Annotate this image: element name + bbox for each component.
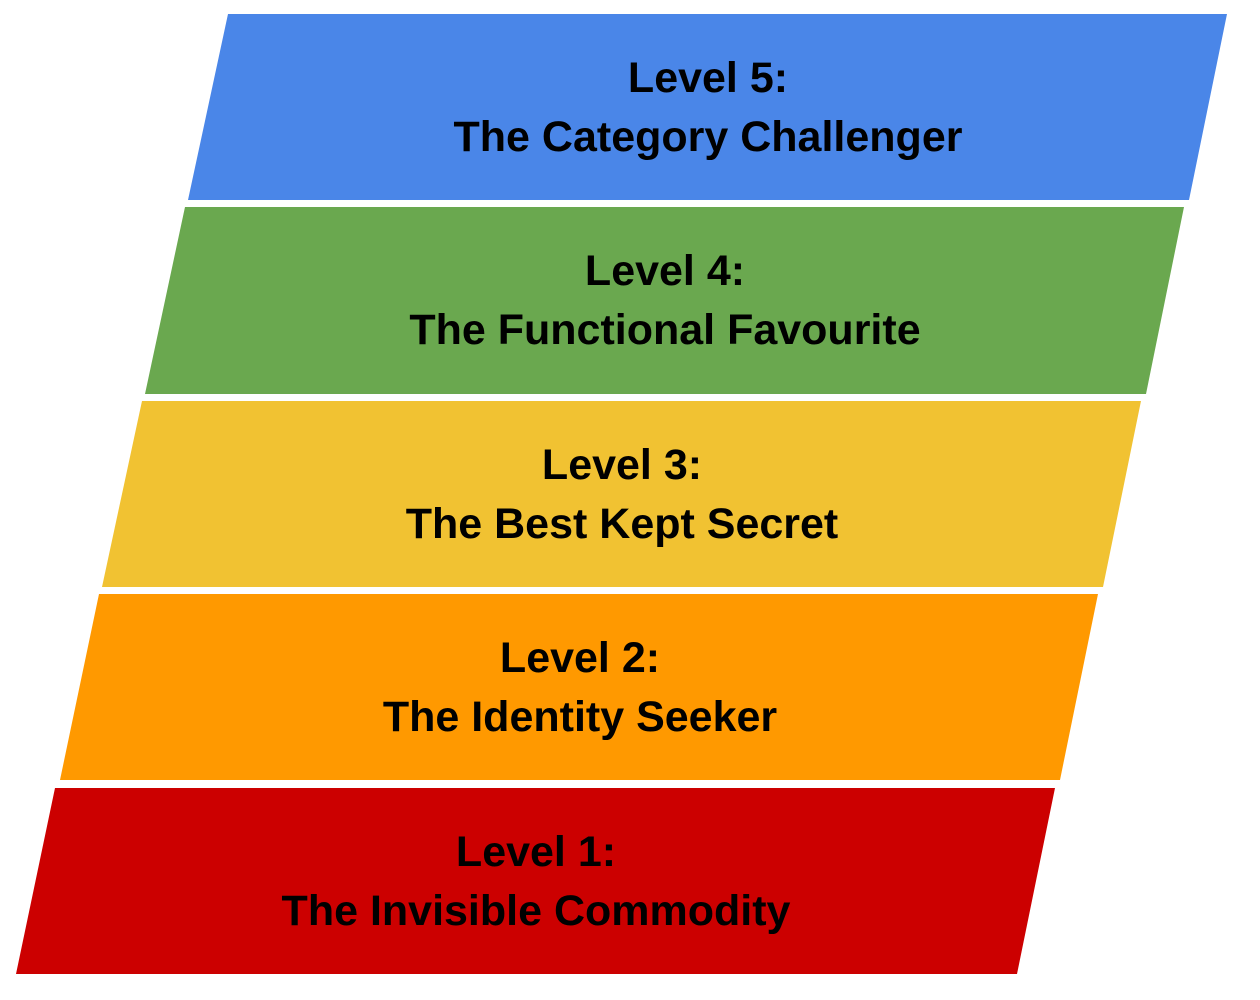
tier-level-2-label: Level 2: The Identity Seeker (130, 629, 1030, 747)
level-number: Level 5: (627, 54, 789, 102)
level-number: Level 1: (455, 828, 617, 876)
level-number: Level 2: (499, 634, 661, 682)
level-number: Level 3: (541, 441, 703, 489)
level-name: The Identity Seeker (382, 693, 778, 741)
tier-level-1-shape (16, 788, 1055, 974)
level-number: Level 4: (584, 247, 746, 295)
tier-level-4-shape (145, 207, 1184, 394)
tier-level-1-label: Level 1: The Invisible Commodity (86, 823, 986, 941)
level-name: The Invisible Commodity (281, 887, 791, 935)
tier-level-3-shape (102, 401, 1141, 587)
level-name: The Functional Favourite (409, 306, 921, 354)
tier-level-5-label: Level 5: The Category Challenger (258, 49, 1158, 167)
level-name: The Category Challenger (453, 113, 963, 161)
tier-level-2-shape (60, 594, 1098, 780)
tier-level-5-shape (188, 14, 1227, 200)
tier-level-4-label: Level 4: The Functional Favourite (215, 242, 1115, 360)
tier-level-3-label: Level 3: The Best Kept Secret (172, 436, 1072, 554)
level-name: The Best Kept Secret (405, 500, 839, 548)
